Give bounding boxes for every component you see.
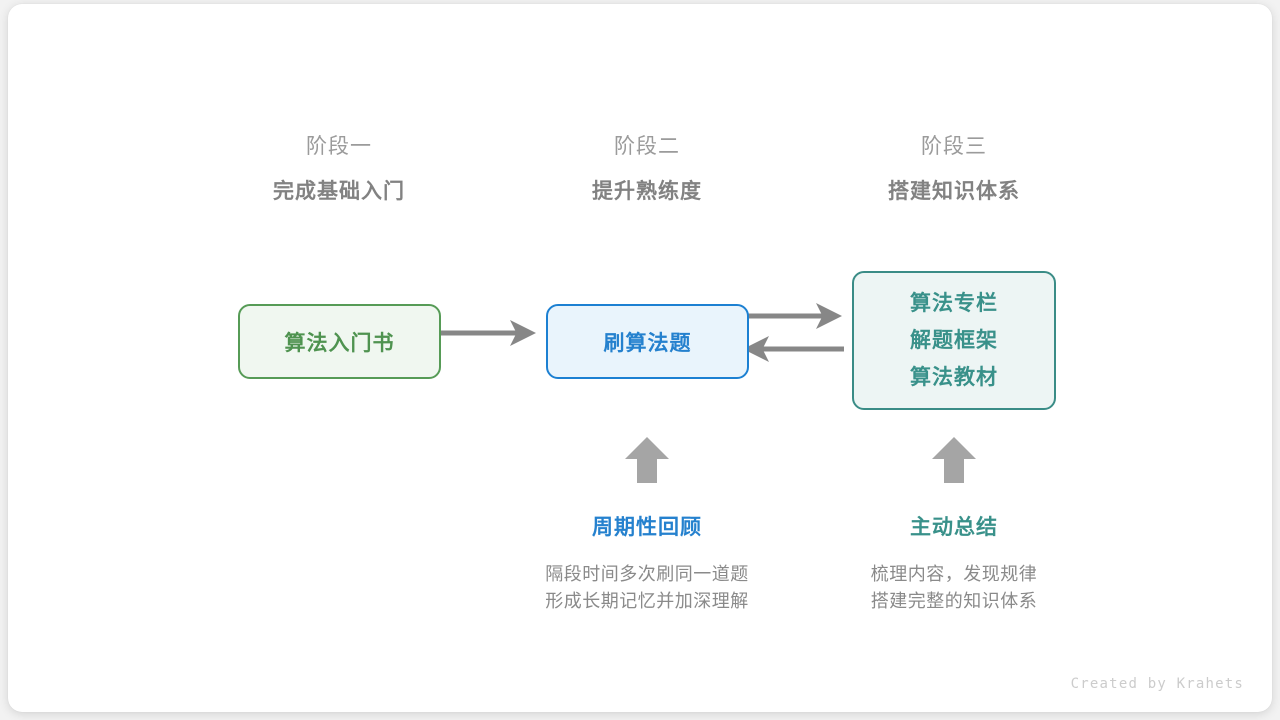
annotation-summary-title: 主动总结 xyxy=(910,516,998,539)
node-practice-problems[interactable]: 刷算法题 xyxy=(546,304,749,379)
node-resources-line-3: 算法教材 xyxy=(910,366,998,389)
annotation-periodic-review: 周期性回顾 隔段时间多次刷同一道题 形成长期记忆并加深理解 xyxy=(497,513,797,615)
annotation-summary-desc-line-1: 梳理内容，发现规律 xyxy=(870,564,1038,584)
annotation-review-title: 周期性回顾 xyxy=(592,516,702,539)
stage-header-2: 阶段二 提升熟练度 xyxy=(517,132,777,208)
stage-header-1: 阶段一 完成基础入门 xyxy=(209,132,469,208)
annotation-review-description: 隔段时间多次刷同一道题 形成长期记忆并加深理解 xyxy=(497,561,797,615)
stage-header-3: 阶段三 搭建知识体系 xyxy=(824,132,1084,208)
diagram-sheet: 阶段一 完成基础入门 阶段二 提升熟练度 阶段三 搭建知识体系 xyxy=(8,4,1272,712)
node-book-label: 算法入门书 xyxy=(284,331,395,355)
stage-2-title: 提升熟练度 xyxy=(592,180,702,203)
node-algorithm-intro-book[interactable]: 算法入门书 xyxy=(238,304,441,379)
stage-3-number: 阶段三 xyxy=(921,135,987,158)
stage-2-number: 阶段二 xyxy=(614,135,680,158)
up-arrow-icon xyxy=(932,437,976,483)
node-resources-line-2: 解题框架 xyxy=(910,329,998,352)
node-practice-label: 刷算法题 xyxy=(603,331,692,355)
up-arrow-icon xyxy=(625,437,669,483)
annotation-review-desc-line-1: 隔段时间多次刷同一道题 xyxy=(545,564,749,584)
stage-3-title: 搭建知识体系 xyxy=(888,180,1020,203)
annotation-active-summary: 主动总结 梳理内容，发现规律 搭建完整的知识体系 xyxy=(804,513,1104,615)
annotation-summary-desc-line-2: 搭建完整的知识体系 xyxy=(870,591,1038,611)
node-learning-resources[interactable]: 算法专栏 解题框架 算法教材 xyxy=(852,271,1056,410)
stage-1-title: 完成基础入门 xyxy=(273,180,405,203)
stage-1-number: 阶段一 xyxy=(306,135,372,158)
node-resources-line-1: 算法专栏 xyxy=(910,292,998,315)
annotation-summary-description: 梳理内容，发现规律 搭建完整的知识体系 xyxy=(804,561,1104,615)
annotation-review-desc-line-2: 形成长期记忆并加深理解 xyxy=(545,591,749,611)
credit-text: Created by Krahets xyxy=(1070,676,1244,692)
